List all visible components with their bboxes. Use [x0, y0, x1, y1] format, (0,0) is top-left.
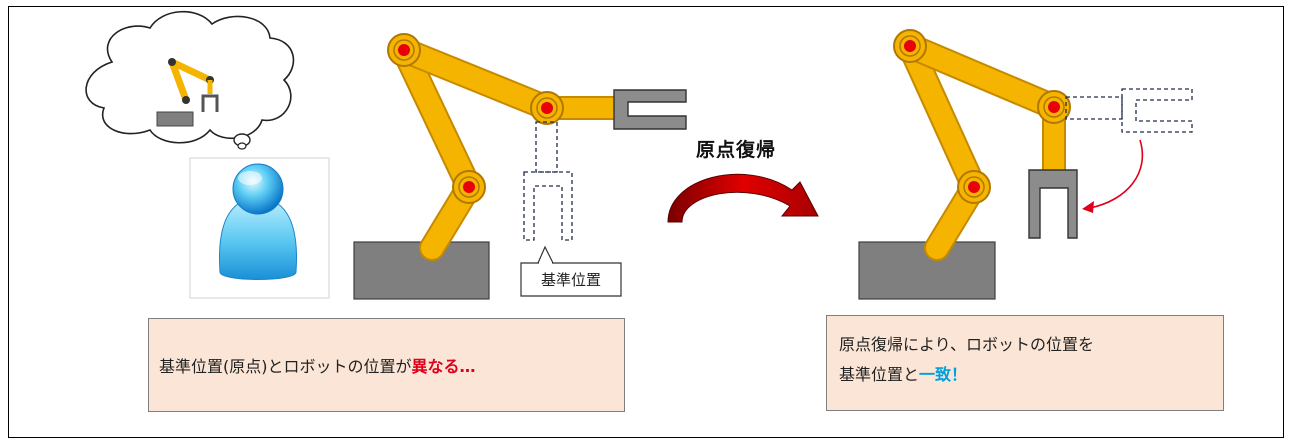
right-caption: 原点復帰により、ロボットの位置を 基準位置と一致！ — [826, 315, 1224, 411]
diagram-frame — [8, 6, 1284, 438]
thought-bubble-icon — [85, 10, 295, 150]
joint-icon — [387, 33, 564, 204]
right-caption-highlight: 一致！ — [919, 365, 968, 384]
right-caption-line1: 原点復帰により、ロボットの位置を — [839, 335, 1095, 354]
person-icon — [189, 157, 330, 299]
curved-arrow-icon — [667, 173, 819, 223]
gripper-left — [613, 89, 687, 130]
robot-arm-right — [858, 29, 1193, 300]
joint-icon — [893, 29, 1071, 204]
previous-position-outline — [1065, 88, 1193, 133]
robot-arm-left — [353, 33, 687, 300]
small-arrow-icon — [1089, 139, 1144, 209]
callout-box — [520, 245, 622, 297]
left-caption: 基準位置(原点)とロボットの位置が異なる… — [148, 318, 625, 412]
gripper-right — [1028, 169, 1078, 239]
left-caption-text: 基準位置(原点)とロボットの位置が — [159, 357, 412, 376]
homing-label: 原点復帰 — [696, 139, 777, 161]
right-caption-line2: 基準位置と — [839, 365, 920, 384]
reference-position-label: 基準位置 — [540, 271, 601, 289]
reference-position-outline — [523, 121, 573, 241]
left-caption-highlight: 異なる… — [411, 357, 476, 376]
